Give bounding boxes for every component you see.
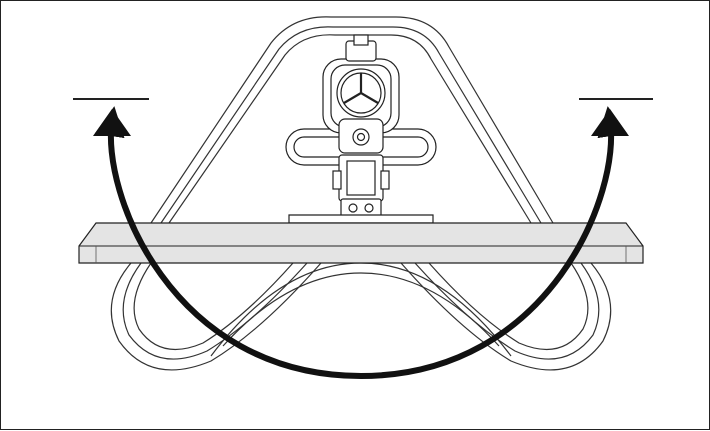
- rotation-arrow: [94, 106, 628, 380]
- lower-loop-right: [400, 262, 612, 371]
- mount-clamp-icon: [285, 34, 437, 224]
- lower-loop-left: [110, 262, 322, 371]
- rotation-arrow-right-icon: [591, 109, 629, 136]
- platform-board: [78, 222, 644, 264]
- rotation-arrow-left-icon: [93, 109, 131, 136]
- lower-cross-tube: [210, 262, 512, 357]
